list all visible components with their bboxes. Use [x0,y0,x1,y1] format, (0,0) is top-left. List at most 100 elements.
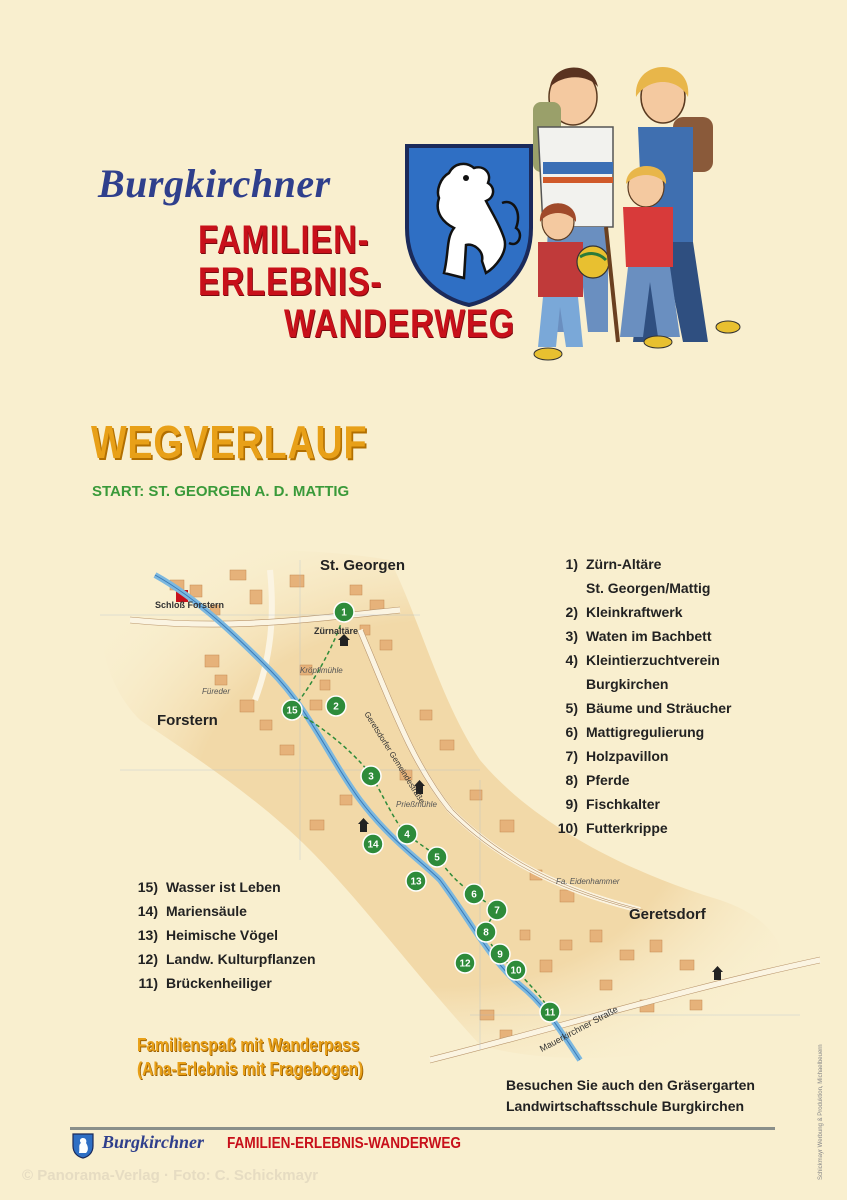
trail-stop-12: 12 [454,952,476,974]
wanderpass-line-2: (Aha-Erlebnis mit Fragebogen) [137,1059,364,1079]
trail-stop-10: 10 [505,959,527,981]
legend-number: 8) [565,772,578,788]
trail-stop-14: 14 [362,833,384,855]
trail-stop-label: 7 [494,906,500,917]
footer-brand: Burgkirchner [102,1132,205,1152]
trail-stop-3: 3 [360,765,382,787]
legend-number: 12) [137,951,158,967]
trail-stop-label: 9 [497,950,503,961]
legend-text: Futterkrippe [586,820,668,836]
chapel-icon [414,780,425,794]
legend-text: Brückenheiliger [166,975,272,991]
legend-row: 15) Wasser ist Leben [128,875,316,899]
map-base [98,549,784,1059]
legend-text: Kleintierzuchtverein [586,652,720,668]
legend-text: Mariensäule [166,903,247,919]
place-forstern: Forstern [157,712,218,729]
buildings [169,569,703,1041]
legend-text: Fischkalter [586,796,660,812]
visit-line-2: Landwirtschaftsschule Burgkirchen [506,1098,745,1114]
legend-text: Holzpavillon [586,748,669,764]
label-zuernaltaere: Zürnaltäre [314,626,359,636]
trail-stop-label: 10 [510,966,522,977]
legend-number [548,672,578,696]
legend-row: 7) Holzpavillon [548,744,731,768]
trail-stop-label: 8 [483,928,489,939]
legend-number: 5) [565,700,578,716]
trail-stop-label: 5 [434,853,440,864]
footer-title: FAMILIEN-ERLEBNIS-WANDERWEG [227,1135,461,1152]
copyright-watermark: © Panorama-Verlag · Foto: C. Schickmayr [22,1167,319,1184]
legend-text: Burgkirchen [586,676,669,692]
legend-number: 10) [557,820,578,836]
trail-stop-9: 9 [489,943,511,965]
trail-stop-label: 6 [471,890,477,901]
trail-stop-label: 11 [545,1008,556,1019]
coat-of-arms-icon [405,144,533,308]
trail-stop-6: 6 [463,883,485,905]
wanderpass-note: Familienspaß mit Wanderpass (Aha-Erlebni… [137,1033,363,1081]
legend-text: Heimische Vögel [166,927,279,943]
legend-text: Waten im Bachbett [586,628,712,644]
legend-row: 5) Bäume und Sträucher [548,696,732,720]
legend-row: 3) Waten im Bachbett [548,624,731,648]
legend-text: Kleinkraftwerk [586,604,683,620]
legend-number: 9) [565,796,578,812]
legend-text: St. Georgen/Mattig [586,580,711,596]
label-schloss: Schloß Forstern [155,600,225,610]
legend-row: 12) Landw. Kulturpflanzen [128,947,316,971]
legend-number [548,576,578,600]
side-credit: Schickmayr Werbung & Produktion, Michael… [818,1044,824,1180]
visit-note: Besuchen Sie auch den Gräsergarten Landw… [506,1075,755,1117]
trail-stop-label: 3 [368,772,374,783]
legend-number: 6) [565,724,578,740]
trail-stop-7: 7 [486,899,508,921]
legend-number: 14) [137,903,158,919]
trail-stop-label: 13 [410,877,422,888]
chapel-icon [358,818,369,832]
title-line-1: FAMILIEN- [198,218,370,262]
legend-number: 15) [137,879,158,895]
legend-number: 3) [565,628,578,644]
start-label: START: ST. GEORGEN A. D. MATTIG [92,483,350,500]
wanderpass-line-1: Familienspaß mit Wanderpass [137,1035,360,1055]
trail-stop-label: 14 [367,840,379,851]
legend-row: 13) Heimische Vögel [128,923,316,947]
legend-number: 13) [137,927,158,943]
visit-line-1: Besuchen Sie auch den Gräsergarten [506,1077,755,1093]
label-priessmuehle: Prießmühle [396,800,437,809]
legend-text: Bäume und Sträucher [586,700,732,716]
brand-title: Burgkirchner [98,161,331,206]
legend-row: St. Georgen/Mattig [548,576,731,600]
legend-row: 10) Futterkrippe [548,816,731,840]
trail-stop-1: 1 [333,601,355,623]
trail-stop-2: 2 [325,695,347,717]
legend-number: 7) [565,748,578,764]
trail-stop-label: 4 [404,830,410,841]
footer-divider [70,1127,775,1130]
trail-stop-15: 15 [281,699,303,721]
legend-row: 14) Mariensäule [128,899,316,923]
chapel-icon [712,966,723,980]
place-st-georgen: St. Georgen [320,557,406,574]
legend-text: Landw. Kulturpflanzen [166,951,316,967]
legend-row: 4)Kleintierzuchtverein [548,648,731,672]
legend-number: 2) [565,604,578,620]
family-illustration-icon [533,67,741,361]
trail-stop-11: 11 [539,1001,561,1023]
title-line-3: WANDERWEG [284,302,515,346]
legend-row: 8) Pferde [548,768,731,792]
legend-text: Zürn-Altäre [586,556,662,572]
legend-row: 6)Mattigregulierung [548,720,731,744]
legend-row: Burgkirchen [548,672,731,696]
legend-number: 1) [565,556,578,572]
trail-stop-8: 8 [475,921,497,943]
place-geretsdorf: Geretsdorf [629,906,706,923]
label-fuereder: Füreder [202,687,231,696]
roads [129,569,821,1063]
legend-text: Wasser ist Leben [166,879,281,895]
legend-text: Pferde [586,772,630,788]
trail-stop-4: 4 [396,823,418,845]
trail-stop-13: 13 [405,870,427,892]
